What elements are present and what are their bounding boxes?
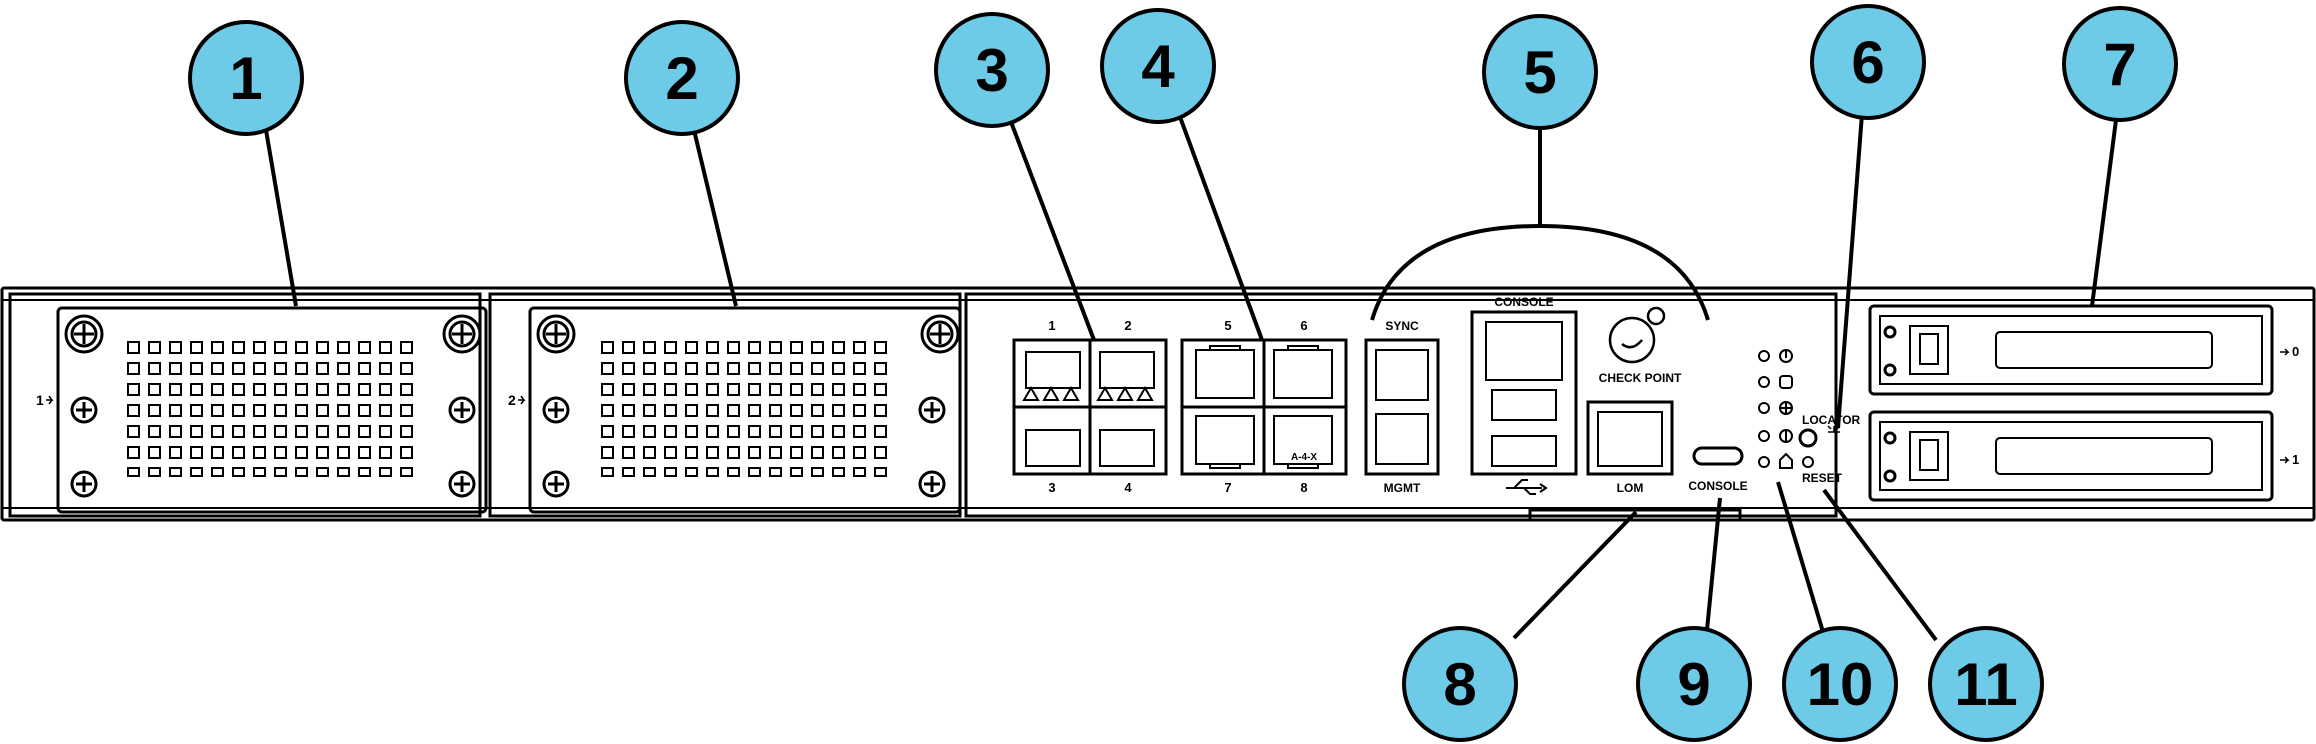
- screw-icon: [64, 314, 482, 498]
- callout-number-8: 8: [1443, 651, 1476, 718]
- sfp-1-label: 1: [1048, 318, 1055, 333]
- callout-circle-3: [934, 12, 1050, 128]
- expansion-slot-2: 2: [508, 306, 962, 514]
- brand-label: CHECK POINT: [1599, 371, 1682, 385]
- lom-port: [1586, 400, 1674, 476]
- callout-group: 1 2 3 4 5 6 7 8 9 10 11: [188, 4, 2178, 742]
- slot-2-label: 2: [508, 392, 516, 408]
- callout-circle-1: [188, 20, 304, 136]
- vent-grid-1: [127, 341, 413, 477]
- drive-0-label: 0: [2292, 344, 2299, 359]
- usbc-console-port: [1692, 446, 1744, 466]
- callout-number-11: 11: [1954, 651, 2017, 718]
- sfp-4-label: 4: [1124, 480, 1132, 495]
- callout-number-7: 7: [2103, 31, 2136, 98]
- rj45-ports: [1180, 338, 1348, 476]
- locator-button: [1798, 428, 1818, 448]
- slot-1-label: 1: [36, 392, 44, 408]
- callout-circle-5: [1482, 14, 1598, 130]
- usb-icon: [1506, 479, 1548, 495]
- vent-grid-2: [601, 341, 887, 477]
- callout-number-10: 10: [1807, 651, 1874, 718]
- callout-circle-8: [1402, 626, 1518, 742]
- console-usb-ports: [1470, 310, 1578, 476]
- expansion-slot-1: 1: [36, 306, 488, 514]
- drive-1-label: 1: [2292, 452, 2299, 467]
- slot-arrow-icon: [518, 395, 526, 405]
- callout-circle-6: [1810, 4, 1926, 120]
- screw-icon: [536, 314, 960, 498]
- recess-line: [1528, 508, 1742, 520]
- locator-label: LOCATOR: [1802, 413, 1861, 427]
- callout-number-6: 6: [1851, 29, 1884, 96]
- callout-circle-4: [1100, 8, 1216, 124]
- callout-number-2: 2: [665, 45, 698, 112]
- callout-circle-2: [624, 20, 740, 136]
- callout-number-5: 5: [1523, 39, 1556, 106]
- drive-arrow-icon: [2280, 348, 2290, 464]
- check-point-logo-icon: [1608, 306, 1666, 364]
- rj45-7-label: 7: [1224, 480, 1231, 495]
- rj45-badge: A-4-X: [1291, 452, 1317, 463]
- mgmt-label: MGMT: [1384, 481, 1421, 495]
- usbc-console-label: CONSOLE: [1688, 479, 1747, 493]
- callout-number-3: 3: [975, 37, 1008, 104]
- rj45-5-label: 5: [1224, 318, 1231, 333]
- status-leds: [1758, 349, 1793, 469]
- lom-label: LOM: [1617, 481, 1644, 495]
- reset-label: RESET: [1802, 471, 1843, 485]
- reset-button: [1802, 456, 1814, 468]
- sfp-ports: [1012, 338, 1168, 476]
- callout-circle-11: [1928, 626, 2044, 742]
- sync-label: SYNC: [1385, 319, 1419, 333]
- drive-bay-0: [1868, 304, 2274, 396]
- rj45-8-label: 8: [1300, 480, 1307, 495]
- callout-number-4: 4: [1141, 33, 1175, 100]
- slot-arrow-icon: [46, 395, 54, 405]
- console-rj45-label: CONSOLE: [1494, 295, 1553, 309]
- sfp-3-label: 3: [1048, 480, 1055, 495]
- callout-number-1: 1: [229, 45, 262, 112]
- rj45-6-label: 6: [1300, 318, 1307, 333]
- locator-light-icon: [1827, 425, 1841, 433]
- sfp-2-label: 2: [1124, 318, 1131, 333]
- callout-number-9: 9: [1677, 651, 1710, 718]
- callout-circle-7: [2062, 6, 2178, 122]
- drive-bay-1: [1868, 410, 2274, 502]
- sync-mgmt-ports: [1364, 338, 1440, 476]
- leader-lines: [264, 105, 2118, 643]
- callout-circle-10: [1782, 626, 1898, 742]
- callout-circle-9: [1636, 626, 1752, 742]
